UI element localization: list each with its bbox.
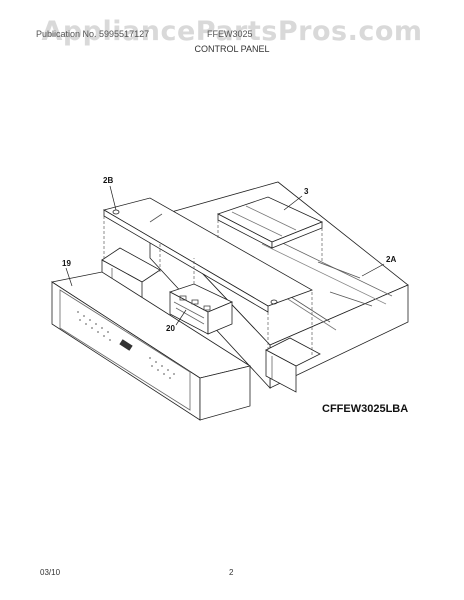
keypad-dots xyxy=(77,311,175,379)
alignment-lines xyxy=(103,216,323,356)
callout-20: 20 xyxy=(166,324,175,333)
callout-2a: 2A xyxy=(386,255,397,264)
part-19-front-panel xyxy=(50,271,252,421)
part-20-control-board xyxy=(168,283,233,335)
publication-number: Publication No. 5995517127 xyxy=(36,29,150,39)
header-model: FFEW3025 xyxy=(207,29,253,39)
footer-page-number: 2 xyxy=(229,568,234,577)
callout-19: 19 xyxy=(62,259,71,268)
part-3-plate xyxy=(216,196,324,249)
right-bracket xyxy=(265,337,321,393)
footer-date: 03/10 xyxy=(40,568,61,577)
leader-lines xyxy=(65,185,385,326)
display-window xyxy=(119,339,133,351)
watermark-text: AppliancePartsPros.com xyxy=(41,16,423,47)
callout-2b: 2B xyxy=(103,176,114,185)
section-title: CONTROL PANEL xyxy=(194,44,270,54)
publication-header: Publication No. 5995517127 FFEW3025 xyxy=(36,29,366,39)
callout-3: 3 xyxy=(304,187,309,196)
model-number-label: CFFEW3025LBA xyxy=(322,403,409,415)
